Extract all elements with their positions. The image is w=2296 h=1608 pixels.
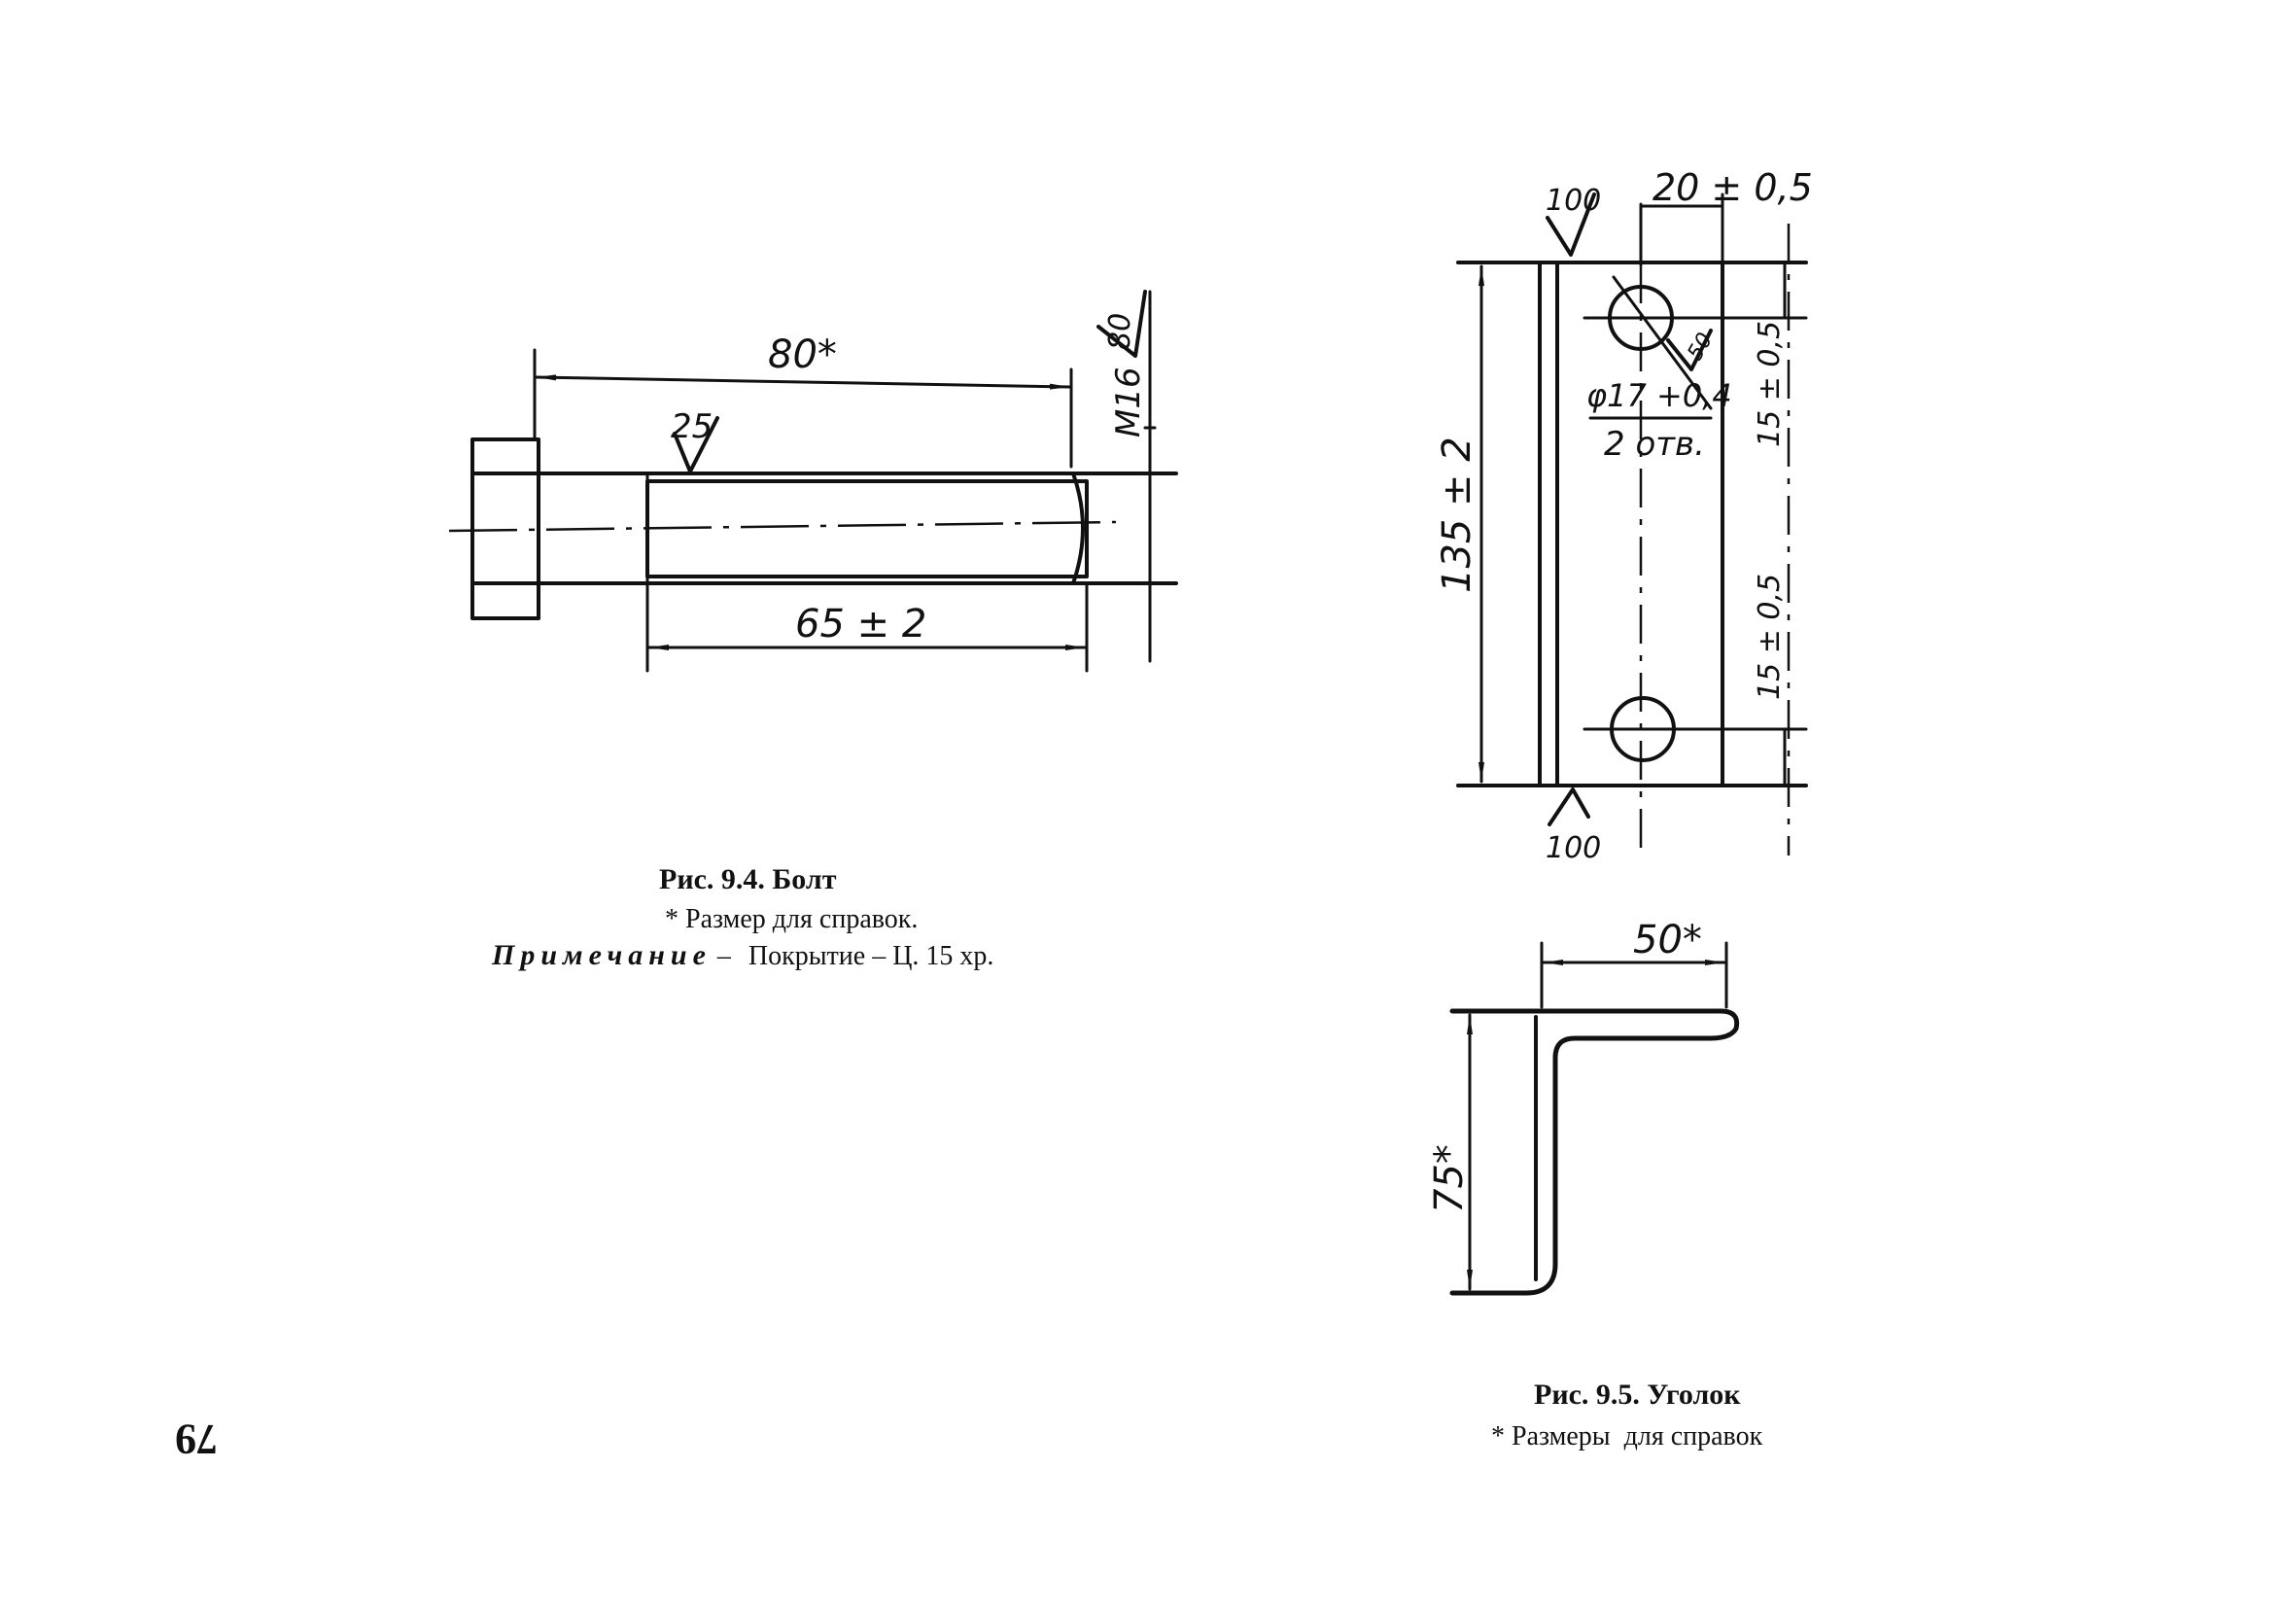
dim-angle-height: 75* [1427, 1144, 1472, 1213]
angle-drawing: 50* 75* [1427, 918, 1740, 1296]
angle-profile [1449, 1008, 1740, 1296]
roughness-mark-50 [1666, 329, 1713, 371]
bolt-thread-body [645, 479, 1089, 578]
caption-bolt-note: Примечание–Покрытие – Ц. 15 хр. [492, 939, 993, 972]
note-dash: – [716, 941, 731, 971]
roughness-top: 100 [1546, 184, 1601, 218]
roughness-mark-100-bottom [1548, 787, 1590, 826]
caption-angle-title: Рис. 9.5. Уголок [1534, 1379, 1741, 1411]
dim-edge-bottom: 15 ± 0,5 [1753, 574, 1787, 700]
roughness-mark-100-top [1546, 192, 1596, 257]
dim-thread-length: 65 ± 2 [795, 602, 926, 647]
note-text: Покрытие – Ц. 15 хр. [748, 941, 994, 971]
bolt-head [470, 437, 540, 620]
dim-edge-top: 15 ± 0,5 [1753, 321, 1787, 447]
roughness-mark-25 [673, 416, 719, 473]
roughness-mark-80 [1096, 290, 1147, 358]
note-label: Примечание [492, 939, 712, 971]
roughness-hole: 50 [1684, 329, 1719, 365]
dim-overall-length: 80* [768, 332, 837, 377]
roughness-bottom: 100 [1546, 831, 1601, 865]
dim-plate-height: 135 ± 2 [1435, 437, 1479, 593]
bolt-centerline [448, 520, 1117, 533]
page-number: 79 [175, 1416, 218, 1463]
plate-drawing: 135 ± 2 20 ± 0,5 15 ± 0,5 15 ± 0,5 φ17 +… [1435, 166, 1813, 865]
caption-bolt-title: Рис. 9.4. Болт [659, 863, 837, 895]
caption-angle-reference: * Размеры для справок [1491, 1421, 1763, 1451]
caption-bolt-reference: * Размер для справок. [665, 904, 919, 934]
dim-hole-count: 2 отв. [1604, 425, 1705, 464]
dim-thread-size: M16 [1109, 367, 1148, 437]
dim-angle-width: 50* [1633, 918, 1702, 962]
roughness-thread: 80 [1103, 313, 1137, 350]
dim-hole-offset: 20 ± 0,5 [1652, 166, 1813, 209]
dim-line-80 [535, 374, 1071, 390]
roughness-shank: 25 [671, 407, 713, 446]
dim-hole-diameter: φ17 +0,4 [1586, 377, 1732, 414]
bolt-drawing: 80* 65 ± 2 25 M16 80 [448, 290, 1178, 673]
